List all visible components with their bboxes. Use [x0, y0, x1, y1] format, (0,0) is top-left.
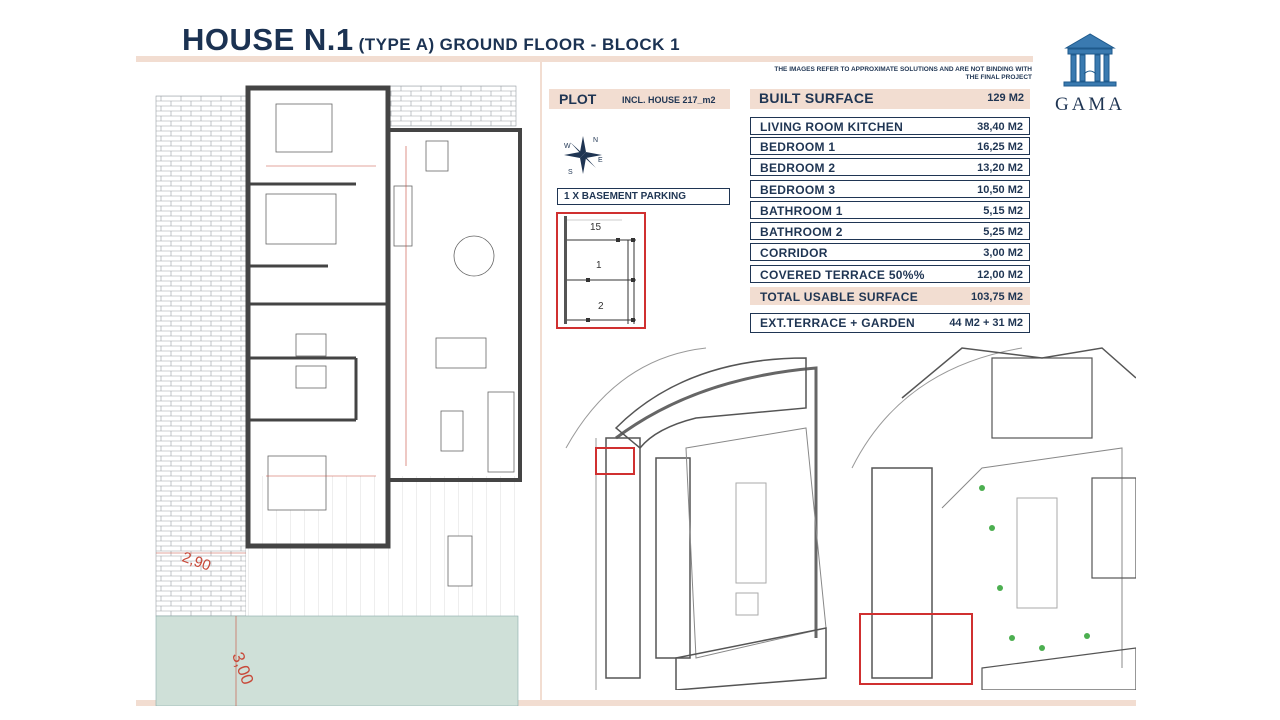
parking-label: 1 X BASEMENT PARKING	[564, 191, 687, 202]
surface-value: 13,20 M2	[977, 162, 1023, 174]
surface-label: BATHROOM 1	[760, 204, 843, 218]
compass-s: S	[568, 169, 573, 176]
title-rest: GROUND FLOOR - BLOCK 1	[439, 35, 681, 54]
plot-value: INCL. HOUSE 217_m2	[622, 95, 716, 105]
compass-e: E	[598, 157, 603, 164]
disclaimer-text: THE IMAGES REFER TO APPROXIMATE SOLUTION…	[774, 66, 1032, 81]
exterior-row: EXT.TERRACE + GARDEN 44 M2 + 31 M2	[750, 313, 1030, 333]
parking-spot-2: 2	[598, 301, 604, 312]
surface-label: BEDROOM 3	[760, 183, 836, 197]
exterior-value: 44 M2 + 31 M2	[949, 317, 1023, 329]
page-title: HOUSE N.1 (TYPE A) GROUND FLOOR - BLOCK …	[182, 22, 680, 58]
surface-value: 16,25 M2	[977, 141, 1023, 153]
surface-row: BEDROOM 1 16,25 M2	[750, 137, 1030, 155]
surface-row: BATHROOM 1 5,15 M2	[750, 201, 1030, 219]
surface-label: BEDROOM 1	[760, 140, 836, 154]
surface-value: 38,40 M2	[977, 121, 1023, 133]
compass-n: N	[593, 137, 598, 144]
compass-w: W	[564, 143, 571, 150]
logo-wordmark: GAMA	[1054, 94, 1126, 115]
total-surface-label: TOTAL USABLE SURFACE	[760, 290, 919, 304]
surface-row: BEDROOM 2 13,20 M2	[750, 158, 1030, 176]
surface-row: COVERED TERRACE 50%% 12,00 M2	[750, 265, 1030, 283]
plot-box	[549, 89, 730, 109]
built-surface-row: BUILT SURFACE 129 M2	[750, 89, 1030, 109]
surface-row: BEDROOM 3 10,50 M2	[750, 180, 1030, 198]
parking-box	[557, 188, 730, 205]
compass-rose-icon: N S E W	[564, 136, 603, 176]
exterior-label: EXT.TERRACE + GARDEN	[760, 316, 916, 330]
surface-label: LIVING ROOM KITCHEN	[760, 120, 904, 134]
plot-label: PLOT	[559, 91, 597, 107]
gama-logo	[1063, 33, 1117, 87]
site-plan-left	[556, 338, 838, 690]
title-main: HOUSE N.1	[182, 22, 354, 57]
surface-label: COVERED TERRACE 50%%	[760, 268, 925, 282]
total-surface-value: 103,75 M2	[971, 291, 1023, 303]
parking-spot-1: 1	[596, 260, 602, 271]
surface-row: CORRIDOR 3,00 M2	[750, 243, 1030, 261]
surface-label: BEDROOM 2	[760, 161, 836, 175]
parking-spot-15: 15	[590, 222, 602, 233]
parking-plan: 15 1 2	[556, 212, 646, 329]
built-surface-value: 129 M2	[987, 92, 1024, 104]
surface-value: 5,15 M2	[983, 205, 1023, 217]
surface-label: CORRIDOR	[760, 246, 828, 260]
title-rule	[136, 56, 1033, 62]
bottom-rule	[136, 700, 1136, 706]
temple-icon	[1063, 33, 1117, 87]
surface-value: 3,00 M2	[983, 247, 1023, 259]
total-surface-row: TOTAL USABLE SURFACE 103,75 M2	[750, 287, 1030, 305]
floor-plan: 2,90 3,00	[155, 85, 522, 706]
site-plan-right	[842, 338, 1136, 690]
surface-value: 12,00 M2	[977, 269, 1023, 281]
built-surface-label: BUILT SURFACE	[759, 90, 874, 106]
surface-label: BATHROOM 2	[760, 225, 843, 239]
surface-row: LIVING ROOM KITCHEN 38,40 M2	[750, 117, 1030, 135]
surface-row: BATHROOM 2 5,25 M2	[750, 222, 1030, 240]
surface-value: 10,50 M2	[977, 184, 1023, 196]
surface-value: 5,25 M2	[983, 226, 1023, 238]
vertical-divider	[540, 62, 542, 702]
title-type: (TYPE A)	[358, 35, 435, 54]
